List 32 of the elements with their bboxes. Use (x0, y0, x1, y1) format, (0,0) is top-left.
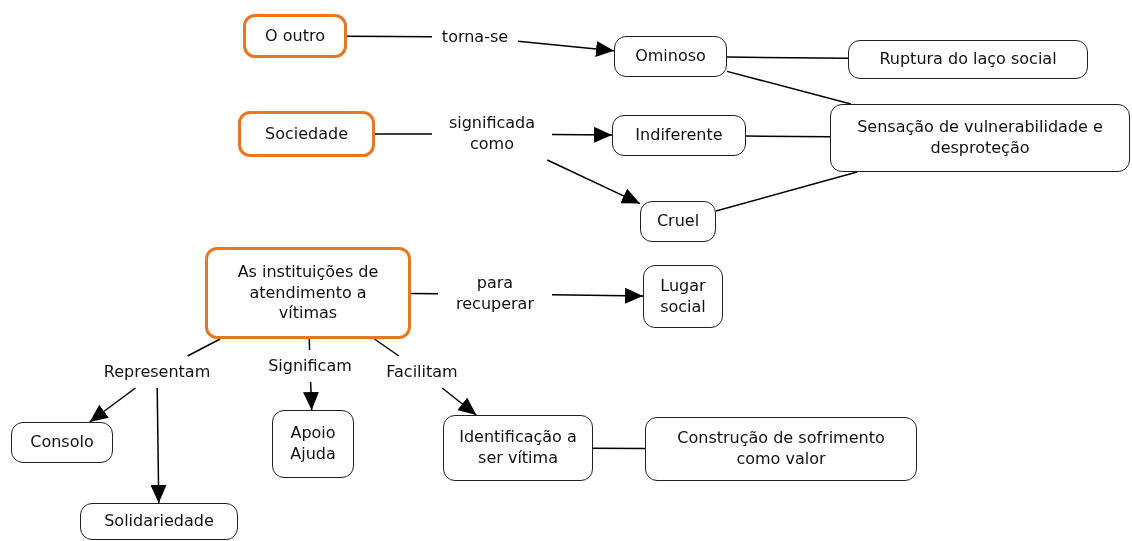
concept-box: As instituições de atendimento a vítimas (205, 247, 411, 339)
connector-line (745, 135, 831, 138)
arrow (551, 126, 613, 143)
concept-box: Construção de sofrimento como valor (645, 417, 917, 481)
arrow (517, 40, 615, 58)
arrow (88, 387, 137, 423)
concept-box: Sensação de vulnerabilidade e desproteção (830, 104, 1130, 172)
concept-box: Solidariedade (80, 503, 238, 540)
connector-line (374, 133, 433, 135)
arrow (303, 381, 319, 411)
arrow (546, 159, 641, 205)
concept-box: Apoio Ajuda (272, 410, 354, 478)
connector-line (346, 35, 433, 38)
concept-box: Indiferente (612, 115, 746, 156)
connector-line (715, 171, 858, 212)
concept-box: Sociedade (238, 111, 375, 157)
arrow (441, 387, 478, 416)
concept-box: Cruel (640, 201, 716, 242)
concept-box: Consolo (11, 422, 113, 463)
connector-line (410, 292, 439, 295)
connector-line (592, 447, 646, 450)
connector-line (186, 338, 221, 357)
concept-box: Lugar social (643, 265, 723, 328)
concept-box: Identificação a ser vítima (443, 415, 593, 481)
arrow (551, 287, 644, 304)
arrow (150, 387, 167, 504)
concept-box: Ominoso (614, 36, 727, 77)
connector-line (726, 70, 852, 105)
concept-box: Ruptura do laço social (848, 40, 1088, 79)
concept-box: O outro (243, 14, 347, 58)
connector-line (726, 56, 849, 60)
connector-line (373, 338, 400, 357)
